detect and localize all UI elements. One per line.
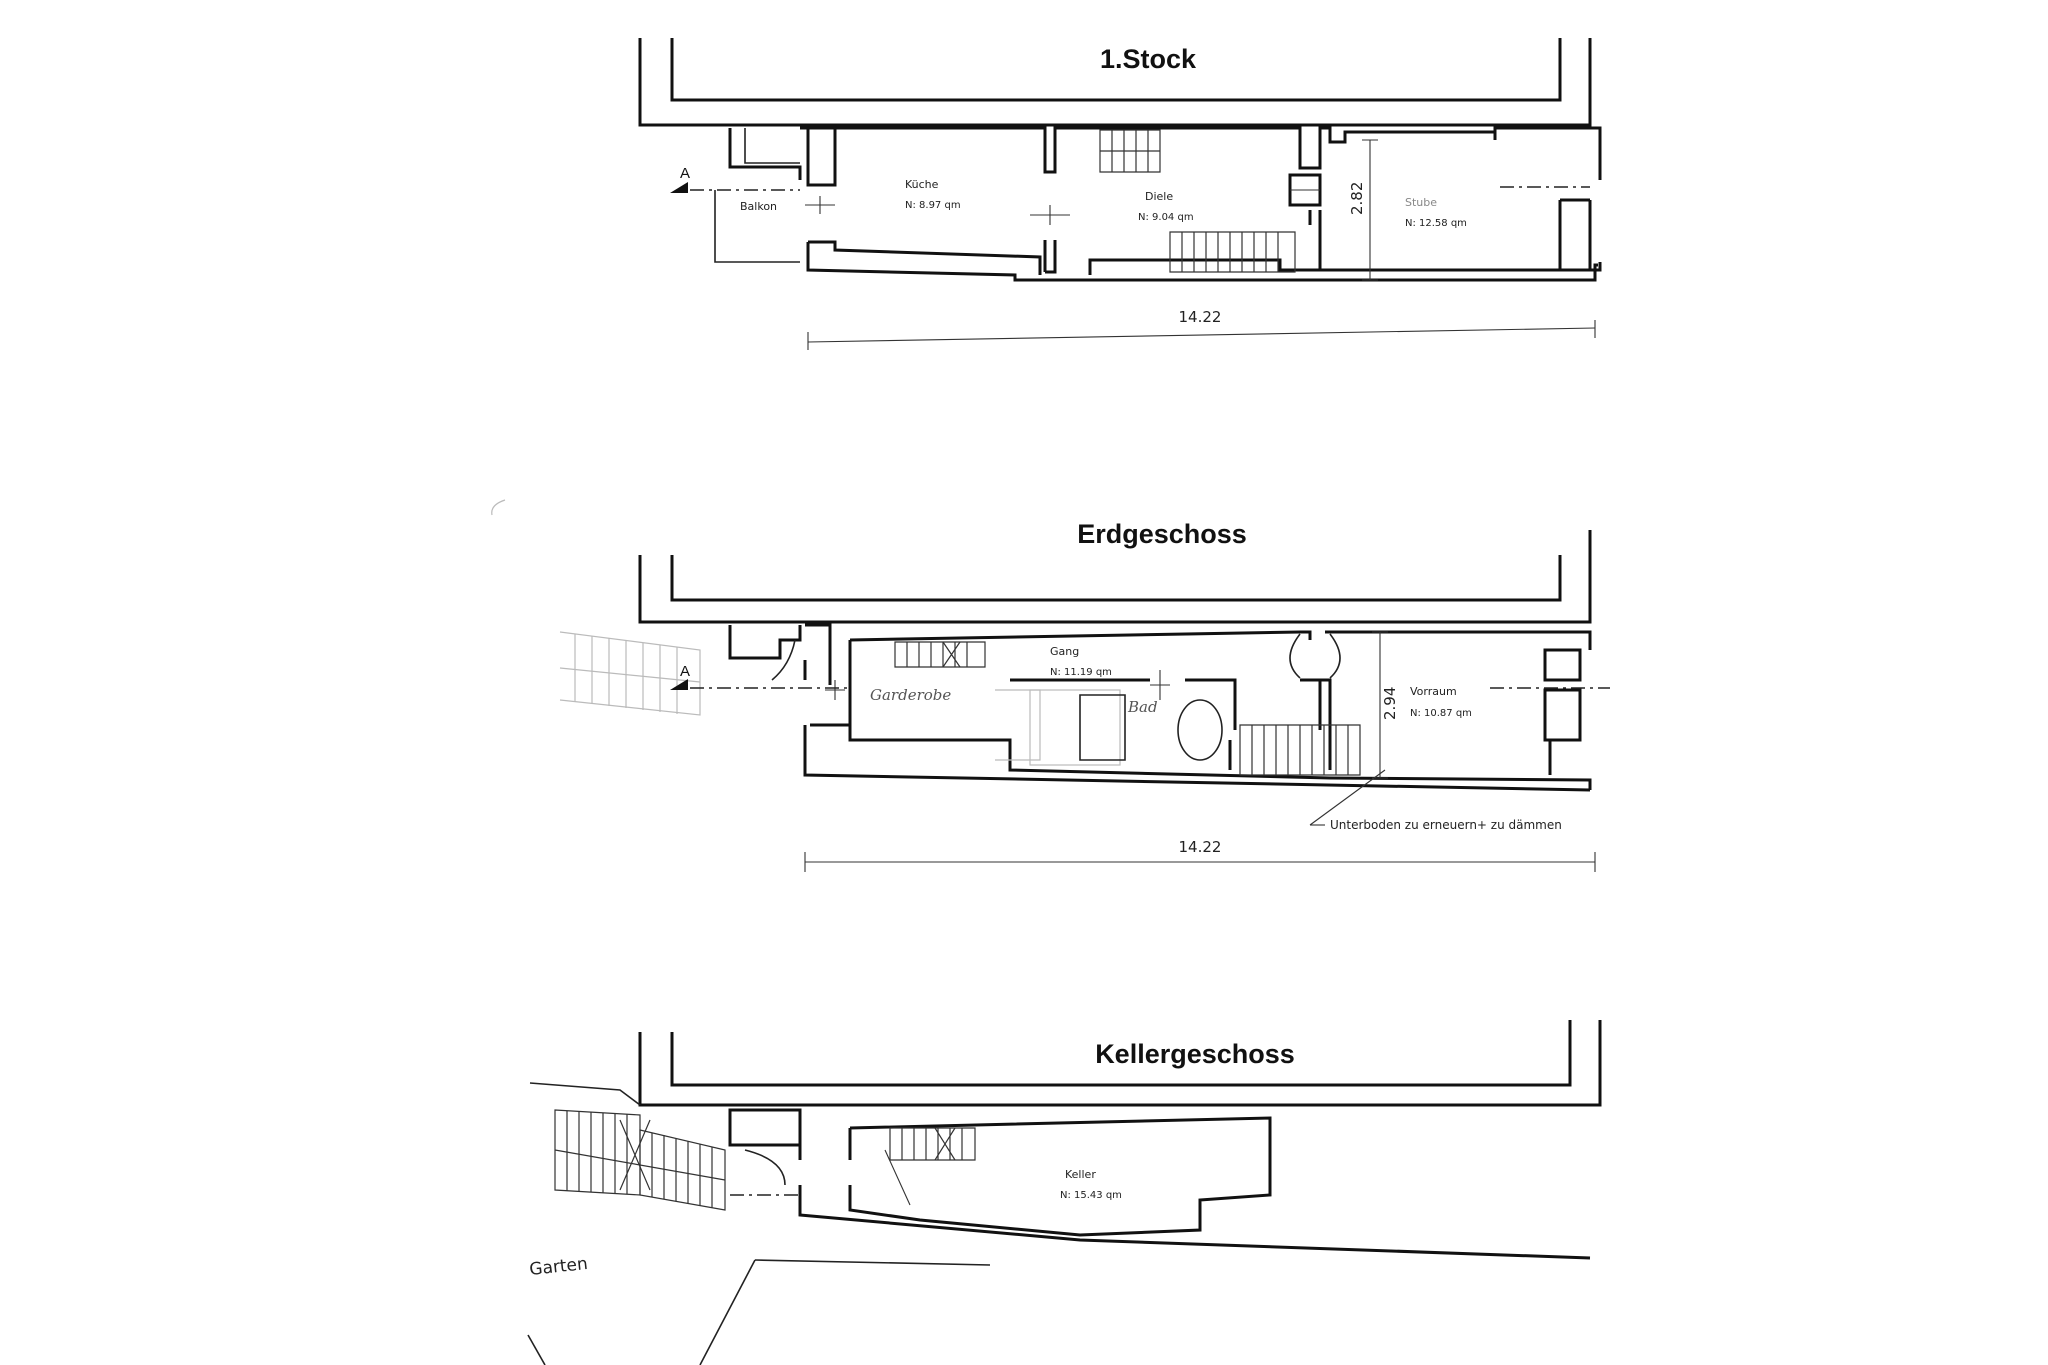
scan-mark bbox=[491, 499, 506, 516]
section-marker-label: A bbox=[680, 165, 690, 182]
neighbour-inner-outline bbox=[670, 38, 1562, 102]
dimension-depth-eg: 2.94 bbox=[1381, 687, 1399, 720]
room-area-keller: N: 15.43 qm bbox=[1060, 1190, 1122, 1201]
room-label-stube: Stube bbox=[1405, 196, 1437, 209]
stair-upper bbox=[1099, 129, 1296, 273]
neighbour-outline bbox=[638, 530, 1592, 624]
room-area-vorraum: N: 10.87 qm bbox=[1410, 708, 1472, 719]
room-label-vorraum: Vorraum bbox=[1410, 685, 1457, 698]
room-label-kueche: Küche bbox=[905, 178, 939, 191]
room-area-stube: N: 12.58 qm bbox=[1405, 218, 1467, 229]
room-label-gang: Gang bbox=[1050, 645, 1079, 658]
room-label-keller: Keller bbox=[1065, 1168, 1096, 1181]
room-label-balkon: Balkon bbox=[740, 200, 777, 213]
dimension-width-label-1-stock: 14.22 bbox=[1179, 308, 1222, 326]
neighbour-outline bbox=[638, 38, 1592, 127]
room-area-kueche: N: 8.97 qm bbox=[905, 200, 961, 211]
section-marker-icon bbox=[670, 679, 688, 690]
section-marker-icon bbox=[670, 182, 688, 193]
heading-1-stock: 1.Stock bbox=[1100, 44, 1197, 74]
room-area-diele: N: 9.04 qm bbox=[1138, 212, 1194, 223]
room-area-gang: N: 11.19 qm bbox=[1050, 667, 1112, 678]
stair-ground bbox=[894, 641, 1361, 776]
dimension-depth-1-stock: 2.82 bbox=[1348, 182, 1366, 215]
handwritten-bad: Bad bbox=[1127, 698, 1158, 716]
garden-stair-faint bbox=[559, 631, 701, 716]
label-garten: Garten bbox=[528, 1254, 588, 1280]
handwritten-garderobe: Garderobe bbox=[870, 686, 951, 704]
floor-plan-1-stock: 1.Stock A bbox=[638, 38, 1602, 350]
section-marker-label-eg: A bbox=[680, 663, 690, 680]
bathroom-fixtures bbox=[995, 689, 1223, 766]
heading-erdgeschoss: Erdgeschoss bbox=[1077, 519, 1247, 549]
floor-plan-kellergeschoss: Kellergeschoss Keller N: 15.43 qm bbox=[527, 1020, 1602, 1365]
garden-stair bbox=[554, 1109, 726, 1211]
heading-kellergeschoss: Kellergeschoss bbox=[1095, 1039, 1295, 1069]
dimension-width-1-stock: 14.22 bbox=[807, 308, 1596, 350]
note-unterboden: Unterboden zu erneuern+ zu dämmen bbox=[1330, 818, 1562, 832]
neighbour-outline bbox=[638, 1020, 1602, 1107]
floor-plan-erdgeschoss: Erdgeschoss bbox=[559, 519, 1610, 872]
dimension-width-label-eg: 14.22 bbox=[1179, 838, 1222, 856]
room-label-diele: Diele bbox=[1145, 190, 1173, 203]
dimension-width-erdgeschoss: 14.22 bbox=[804, 838, 1596, 872]
stair-cellar bbox=[889, 1127, 976, 1161]
